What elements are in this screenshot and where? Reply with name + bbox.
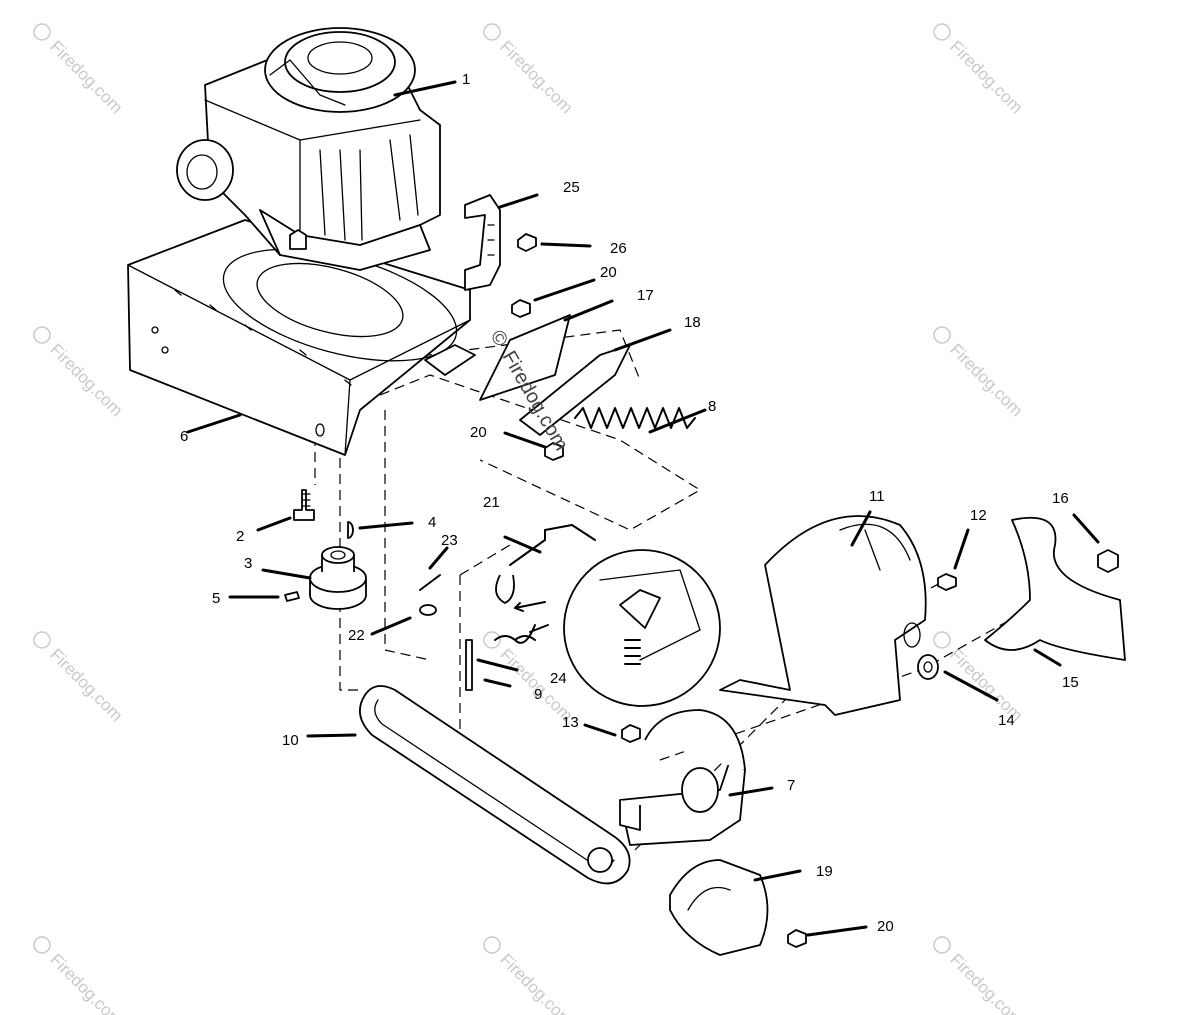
watermark-text: Firedog.com: [46, 37, 126, 117]
callout-numbers: 1 2 3 4 5 6 7 8 9 10 11 12 13 14 15 16 1…: [180, 71, 1079, 935]
impeller-blade: [984, 516, 1126, 661]
locknut: [1097, 549, 1119, 573]
woodruff-key: [347, 521, 354, 539]
callout-5: 5: [212, 590, 220, 607]
callout-14: 14: [998, 712, 1015, 729]
bracket: [464, 194, 501, 291]
callout-7: 7: [787, 777, 795, 794]
callout-4: 4: [428, 514, 436, 531]
drive-belt: [358, 685, 631, 885]
callout-2: 2: [236, 528, 244, 545]
shaft-pin: [465, 639, 473, 691]
callout-26: 26: [610, 240, 627, 257]
bracket-screw: [517, 233, 537, 252]
watermark-top-right: Firedog.com: [933, 23, 1026, 117]
callout-22: 22: [348, 627, 365, 644]
watermark-low-left: Firedog.com: [33, 631, 126, 725]
callout-17: 17: [637, 287, 654, 304]
pivot-plate: [479, 314, 631, 436]
spacer-washer: [917, 654, 939, 680]
spring: [574, 407, 696, 429]
callout-20-bottom: 20: [877, 918, 894, 935]
callout-20-middle: 20: [470, 424, 487, 441]
callout-21: 21: [483, 494, 500, 511]
callout-6: 6: [180, 428, 188, 445]
cover-screw: [787, 929, 807, 948]
watermark-bottom-center: Firedog.com: [483, 936, 576, 1015]
housing-screw: [621, 724, 641, 743]
detail-callout-circle: [514, 549, 721, 707]
callout-3: 3: [244, 555, 252, 572]
callout-20-top: 20: [600, 264, 617, 281]
callout-9: 9: [534, 686, 542, 703]
plate-screw: [511, 299, 531, 318]
watermark-text: Firedog.com: [46, 950, 126, 1015]
watermark-text: Firedog.com: [496, 37, 576, 117]
watermark-bottom-left: Firedog.com: [33, 936, 126, 1015]
callout-1: 1: [462, 71, 470, 88]
watermark-text: Firedog.com: [946, 37, 1026, 117]
callout-23: 23: [441, 532, 458, 549]
callout-16: 16: [1052, 490, 1069, 507]
watermark-top-left: Firedog.com: [33, 23, 126, 117]
watermark-top-center: Firedog.com: [483, 23, 576, 117]
leader-lines: [186, 80, 1100, 937]
flat-washer: [419, 604, 437, 616]
watermark-mid-right: Firedog.com: [933, 326, 1026, 420]
callout-12: 12: [970, 507, 987, 524]
callout-13: 13: [562, 714, 579, 731]
guard-screw: [937, 573, 957, 591]
callout-18: 18: [684, 314, 701, 331]
callout-10: 10: [282, 732, 299, 749]
callout-15: 15: [1062, 674, 1079, 691]
watermark-text: Firedog.com: [946, 950, 1026, 1015]
callout-11: 11: [869, 488, 885, 505]
watermark-text: Firedog.com: [496, 950, 576, 1015]
bolt: [293, 489, 315, 521]
spring-screw: [544, 442, 564, 461]
callout-8: 8: [708, 398, 716, 415]
belt-cover: [669, 859, 769, 956]
watermark-mid-left: Firedog.com: [33, 326, 126, 420]
torsion-spring: [494, 624, 536, 644]
guard: [719, 515, 927, 716]
watermark-text: Firedog.com: [46, 340, 126, 420]
callout-25: 25: [563, 179, 580, 196]
callout-19: 19: [816, 863, 833, 880]
main-housing: [619, 709, 746, 846]
cotter-pin: [419, 574, 441, 591]
set-screw: [284, 591, 300, 602]
watermark-text: Firedog.com: [46, 645, 126, 725]
engine: [176, 27, 441, 271]
pulley: [309, 546, 367, 610]
callout-24: 24: [550, 670, 567, 687]
watermark-bottom-right: Firedog.com: [933, 936, 1026, 1015]
watermark-text: Firedog.com: [946, 340, 1026, 420]
